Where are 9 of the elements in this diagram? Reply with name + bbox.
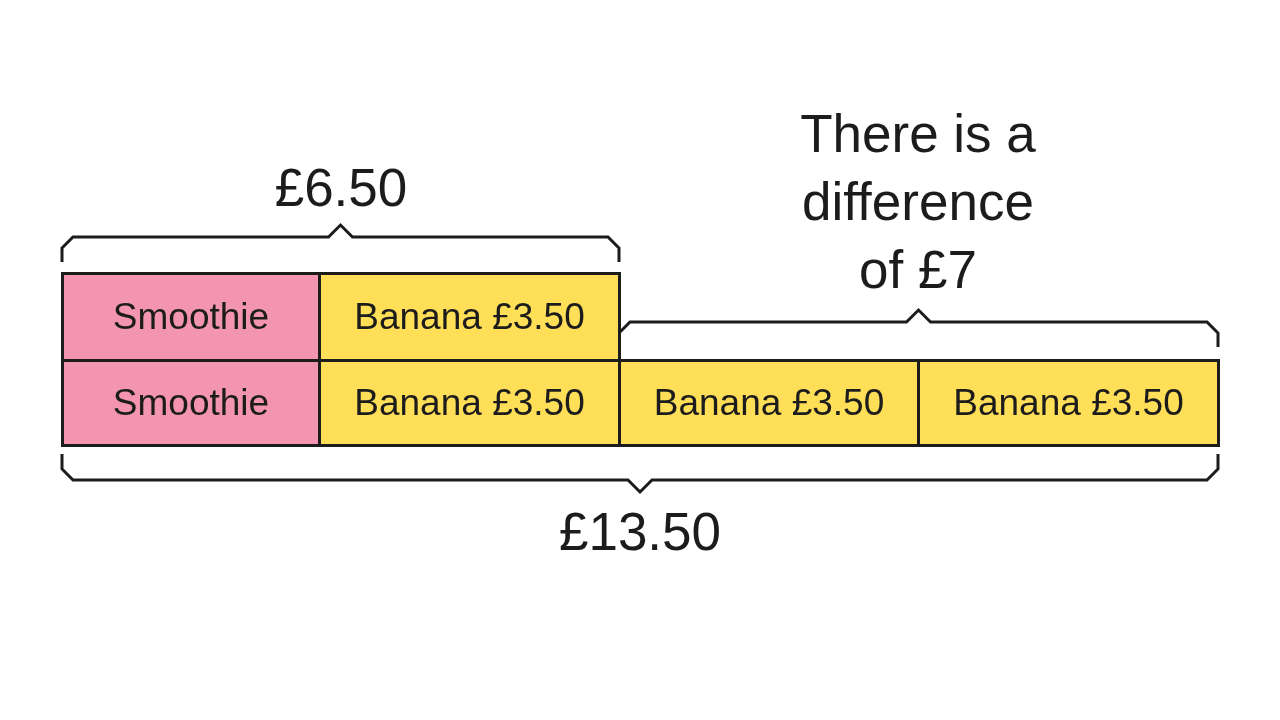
bar-segment: Banana £3.50: [917, 359, 1220, 447]
bar-segment: Smoothie: [61, 272, 321, 362]
difference-note: There is a difference of £7: [799, 103, 1037, 301]
bar-segment: Banana £3.50: [318, 359, 621, 447]
bar-segment: Smoothie: [61, 359, 321, 447]
bar-segment: Banana £3.50: [318, 272, 621, 362]
amount-label: £6.50: [273, 157, 409, 219]
bar-segment: Banana £3.50: [618, 359, 920, 447]
total-label: £13.50: [557, 501, 723, 563]
